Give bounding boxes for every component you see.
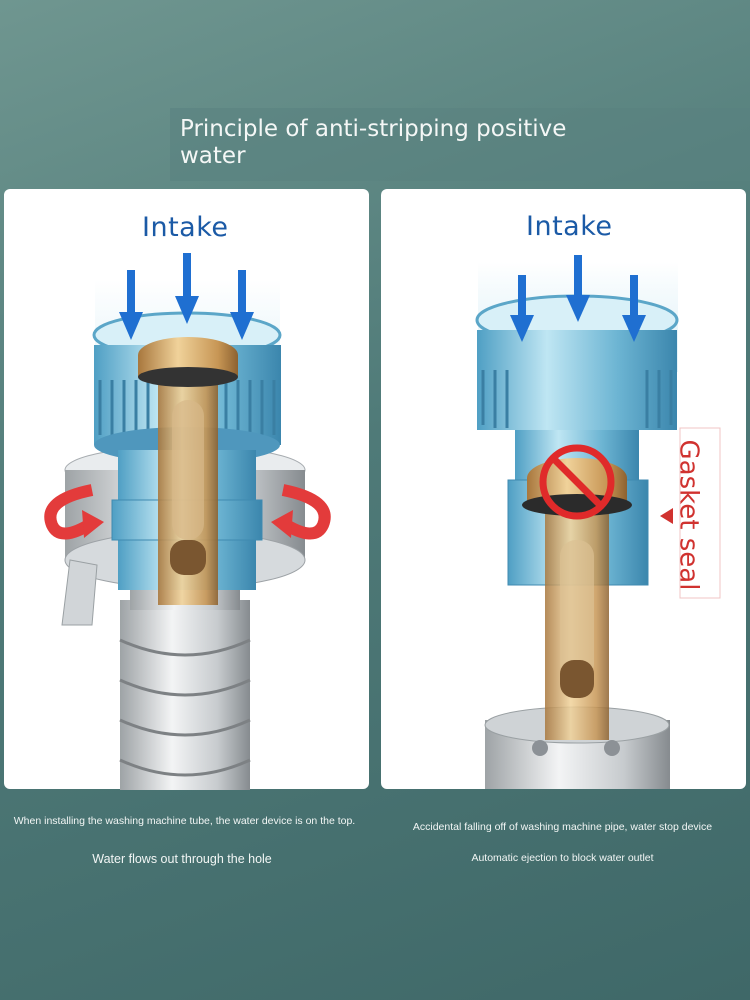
rotate-arrow-icon xyxy=(44,484,104,540)
right-intake-label: Intake xyxy=(526,211,613,242)
down-arrow-icon xyxy=(510,275,534,342)
page-title: Principle of anti-stripping positive wat… xyxy=(180,116,567,169)
braided-hose xyxy=(119,600,251,790)
gasket-label-box xyxy=(679,427,721,599)
title-banner: Principle of anti-stripping positive wat… xyxy=(170,108,750,181)
left-caption-line2: Water flows out through the hole xyxy=(92,852,272,866)
right-caption-line2: Automatic ejection to block water outlet xyxy=(471,852,654,864)
left-intake-arrows xyxy=(119,253,254,340)
brass-valve xyxy=(138,337,238,605)
down-arrow-icon xyxy=(175,253,199,324)
pointer-triangle-icon xyxy=(660,508,673,524)
down-arrow-icon xyxy=(230,270,254,340)
down-arrow-icon xyxy=(622,275,646,342)
right-intake-arrows xyxy=(510,255,646,342)
down-arrow-icon xyxy=(566,255,590,322)
prohibited-icon xyxy=(539,444,615,520)
left-intake-label: Intake xyxy=(142,212,229,243)
rotate-arrow-icon xyxy=(271,484,331,540)
right-caption-line1: Accidental falling off of washing machin… xyxy=(412,821,713,833)
left-caption-line1: When installing the washing machine tube… xyxy=(13,815,356,827)
down-arrow-icon xyxy=(119,270,143,340)
gasket-seal-label: Gasket seal xyxy=(668,430,708,600)
gasket-seal-text: Gasket seal xyxy=(673,439,704,591)
